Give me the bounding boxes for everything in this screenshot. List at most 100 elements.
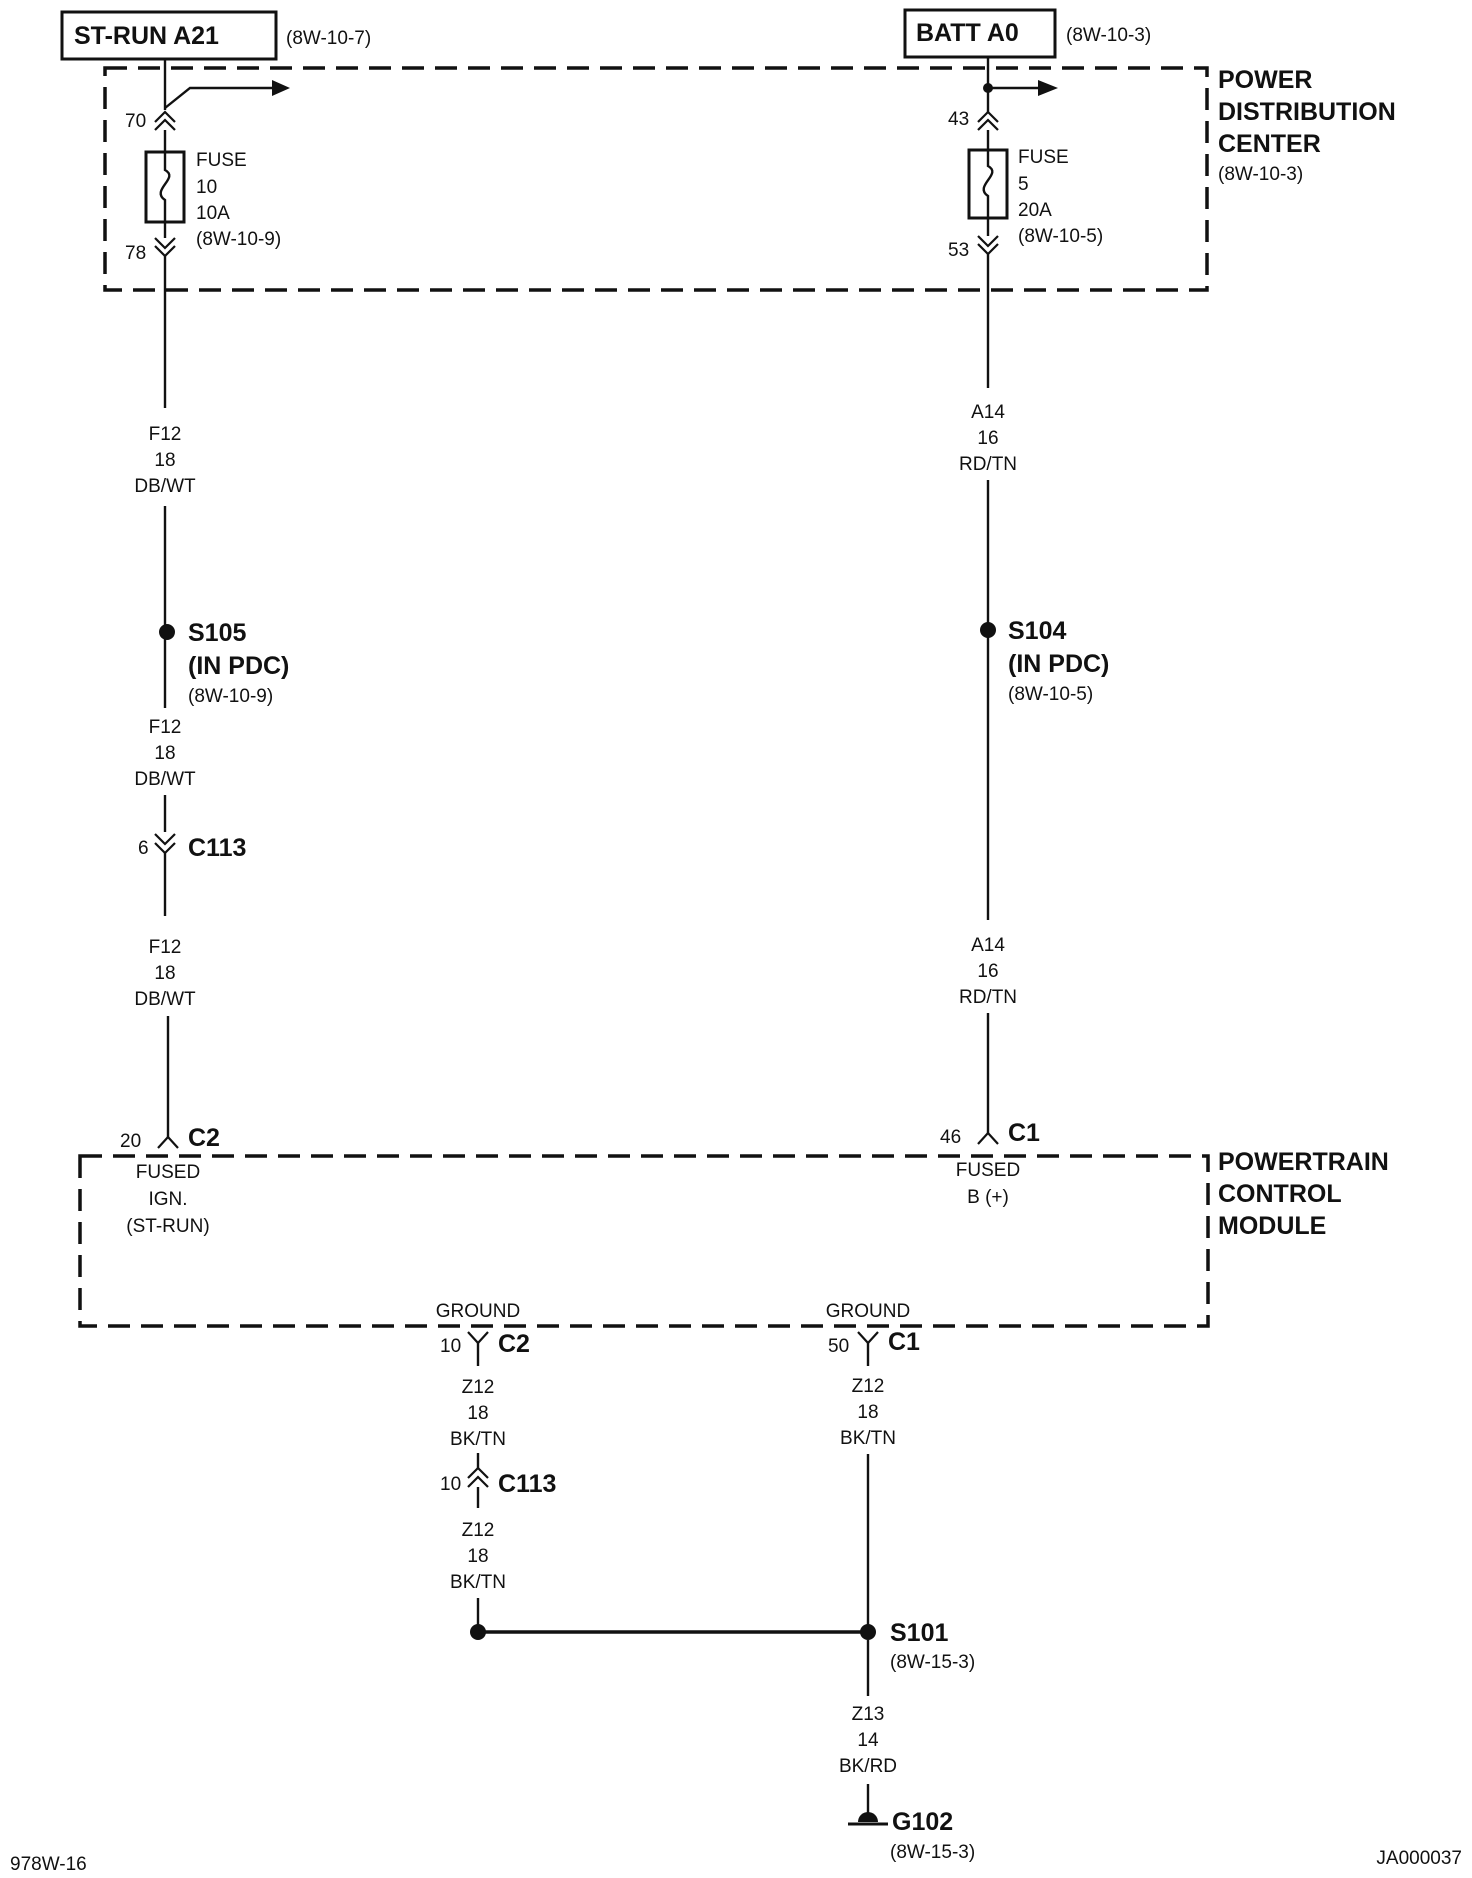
connector-pcm-c1-batt: 46 C1 xyxy=(940,1119,1040,1148)
pdc-label-ref: (8W-10-3) xyxy=(1218,164,1303,185)
f12-gauge-1: 18 xyxy=(154,450,175,471)
fuse-10: 70 78 FUSE 10 10A (8W-10-9) xyxy=(125,110,281,264)
pcm-fused-batt-label: FUSED B (+) xyxy=(956,1160,1020,1208)
f12-wire-label-2: F12 18 DB/WT xyxy=(134,717,196,790)
f12-circuit-2: F12 xyxy=(149,717,182,738)
batt-source: BATT A0 (8W-10-3) xyxy=(903,8,1151,59)
connector-pcm-c1-batt-name: C1 xyxy=(1008,1119,1040,1147)
splice-s101-name: S101 xyxy=(890,1619,948,1647)
pcm-fused-ign-line3: (ST-RUN) xyxy=(126,1216,209,1237)
batt-source-label: BATT A0 xyxy=(916,19,1019,47)
z12-left-color-2: BK/TN xyxy=(450,1572,506,1593)
fuse-10-element-icon xyxy=(159,152,171,222)
connector-pcm-c2-gnd-name: C2 xyxy=(498,1330,530,1358)
fuse-5-label-line2: 5 xyxy=(1018,174,1029,195)
connector-c113-z12-name: C113 xyxy=(498,1470,556,1498)
connector-c113-z12: 10 C113 xyxy=(440,1466,556,1498)
fuse-5-ref: (8W-10-5) xyxy=(1018,226,1103,247)
z12-right-circuit: Z12 xyxy=(852,1376,885,1397)
connector-pcm-c1-gnd-icon xyxy=(857,1331,879,1345)
batt-source-box xyxy=(903,8,1057,59)
pcm-ground-label-c2: GROUND xyxy=(436,1301,520,1322)
z12-left-gauge-1: 18 xyxy=(467,1403,488,1424)
f12-wire-label-1: F12 18 DB/WT xyxy=(134,424,196,497)
fuse-5-label-line1: FUSE xyxy=(1018,147,1069,168)
pcm-fused-ign-line1: FUSED xyxy=(136,1162,200,1183)
pcm-label-line3: MODULE xyxy=(1218,1212,1326,1240)
z12-left-wire-label-1: Z12 18 BK/TN xyxy=(450,1377,506,1450)
splice-s105-name: S105 xyxy=(188,619,246,647)
splice-s104-name: S104 xyxy=(1008,617,1066,645)
z12-left-circuit-1: Z12 xyxy=(462,1377,495,1398)
connector-pcm-c2-gnd: 10 C2 xyxy=(440,1330,530,1358)
fuse-10-out-pin: 78 xyxy=(125,243,146,264)
a14-circuit-2: A14 xyxy=(971,935,1005,956)
connector-pcm-c1-gnd-name: C1 xyxy=(888,1328,920,1356)
footer-right-code: JA000037 xyxy=(1376,1848,1462,1869)
f12-color-3: DB/WT xyxy=(134,989,196,1010)
splice-s104: S104 (IN PDC) (8W-10-5) xyxy=(980,617,1109,705)
z13-color: BK/RD xyxy=(839,1756,897,1777)
connector-pcm-c2-ign-icon xyxy=(157,1135,179,1149)
z12-right-wire-label: Z12 18 BK/TN xyxy=(840,1376,896,1449)
splice-s101-dot xyxy=(860,1624,876,1640)
z12-left-gauge-2: 18 xyxy=(467,1546,488,1567)
ground-g102-icon xyxy=(858,1812,878,1822)
connector-pcm-c1-batt-icon xyxy=(977,1131,999,1145)
ground-g102-name: G102 xyxy=(892,1808,953,1836)
connector-pcm-c2-gnd-icon xyxy=(467,1331,489,1345)
pdc-label-line1: POWER xyxy=(1218,66,1312,94)
a14-gauge-1: 16 xyxy=(977,428,998,449)
connector-pcm-c2-ign-pin: 20 xyxy=(120,1131,141,1152)
z13-circuit: Z13 xyxy=(852,1704,885,1725)
a14-color-1: RD/TN xyxy=(959,454,1017,475)
fuse-10-in-pin: 70 xyxy=(125,111,146,132)
pcm-fused-ign-line2: IGN. xyxy=(148,1189,187,1210)
fuse-10-in-connector-icon xyxy=(154,110,176,131)
connector-c113-f12-pin: 6 xyxy=(138,838,149,859)
f12-circuit-1: F12 xyxy=(149,424,182,445)
a14-wire-label-2: A14 16 RD/TN xyxy=(959,935,1017,1008)
fuse-5-label-line3: 20A xyxy=(1018,200,1052,221)
fuse-10-label-line1: FUSE xyxy=(196,150,247,171)
z12-left-circuit-2: Z12 xyxy=(462,1520,495,1541)
st-run-source: ST-RUN A21 (8W-10-7) xyxy=(60,10,371,61)
f12-gauge-3: 18 xyxy=(154,963,175,984)
pcm-label-line2: CONTROL xyxy=(1218,1180,1342,1208)
fuse-5-out-pin: 53 xyxy=(948,240,969,261)
z13-gauge: 14 xyxy=(857,1730,879,1751)
a14-gauge-2: 16 xyxy=(977,961,998,982)
ground-g102: G102 (8W-15-3) xyxy=(848,1808,975,1863)
connector-c113-z12-pin: 10 xyxy=(440,1474,461,1495)
fuse-10-label-line3: 10A xyxy=(196,203,230,224)
fuse-5: 43 53 FUSE 5 20A (8W-10-5) xyxy=(948,109,1103,261)
splice-s105-ref: (8W-10-9) xyxy=(188,686,273,707)
fuse-5-element-icon xyxy=(982,150,994,218)
pcm-fused-ign-label: FUSED IGN. (ST-RUN) xyxy=(126,1162,209,1237)
z12-right-color: BK/TN xyxy=(840,1428,896,1449)
connector-pcm-c1-gnd-pin: 50 xyxy=(828,1336,849,1357)
connector-pcm-c1-batt-pin: 46 xyxy=(940,1127,961,1148)
pdc-label-line2: DISTRIBUTION xyxy=(1218,98,1396,126)
connector-c113-f12-icon xyxy=(154,833,176,855)
pcm-fused-batt-line1: FUSED xyxy=(956,1160,1020,1181)
splice-s104-ref: (8W-10-5) xyxy=(1008,684,1093,705)
pdc-label-line3: CENTER xyxy=(1218,130,1321,158)
pcm-fused-batt-line2: B (+) xyxy=(967,1187,1009,1208)
z12-left-wire-label-2: Z12 18 BK/TN xyxy=(450,1520,506,1593)
f12-gauge-2: 18 xyxy=(154,743,175,764)
st-run-source-ref: (8W-10-7) xyxy=(286,28,371,49)
f12-wire-label-3: F12 18 DB/WT xyxy=(134,937,196,1010)
batt-source-ref: (8W-10-3) xyxy=(1066,25,1151,46)
st-run-source-box xyxy=(60,10,278,61)
connector-pcm-c2-ign-name: C2 xyxy=(188,1124,220,1152)
z12-left-color-1: BK/TN xyxy=(450,1429,506,1450)
splice-s105-dot xyxy=(159,624,175,640)
pcm-label: POWERTRAIN CONTROL MODULE xyxy=(1218,1148,1389,1240)
connector-c113-f12-name: C113 xyxy=(188,834,246,862)
connector-c113-z12-icon xyxy=(467,1466,489,1488)
f12-circuit-3: F12 xyxy=(149,937,182,958)
connector-pcm-c2-gnd-pin: 10 xyxy=(440,1336,461,1357)
pdc-boundary xyxy=(103,66,1209,292)
